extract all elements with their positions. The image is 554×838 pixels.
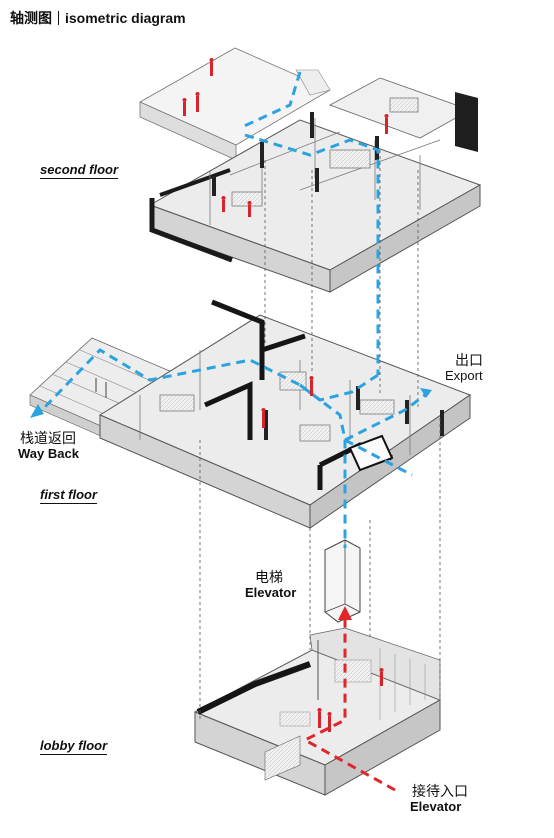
first-floor-label: first floor bbox=[40, 487, 98, 504]
export-label-zh: 出口 bbox=[455, 353, 483, 369]
lobby-floor-model bbox=[193, 627, 442, 796]
title-zh: 轴测图 bbox=[10, 10, 52, 26]
second-floor-model bbox=[139, 47, 482, 293]
reception-label-en: Elevator bbox=[410, 799, 462, 814]
second-floor-label: second floor bbox=[40, 162, 119, 179]
wayback-label-en: Way Back bbox=[18, 446, 79, 461]
alignment-lines bbox=[199, 150, 441, 720]
elevator-arrowhead bbox=[338, 606, 352, 620]
page-title: 轴测图 isometric diagram bbox=[10, 8, 186, 28]
visitor-route-blue bbox=[40, 71, 426, 548]
elevator-shaft bbox=[324, 539, 361, 623]
title-en: isometric diagram bbox=[65, 10, 186, 26]
reception-label-zh: 接待入口 bbox=[412, 784, 468, 800]
wayback-arrowhead bbox=[30, 404, 44, 418]
lobby-floor-label: lobby floor bbox=[40, 738, 108, 755]
title-divider bbox=[58, 11, 59, 25]
elevator-label-en: Elevator bbox=[245, 585, 297, 600]
people-figures bbox=[182, 58, 389, 732]
reception-route-red bbox=[301, 620, 396, 792]
export-arrowhead bbox=[420, 388, 432, 398]
export-label-en: Export bbox=[445, 368, 483, 383]
elevator-label-zh: 电梯 bbox=[255, 570, 283, 586]
wayback-label-zh: 栈道返回 bbox=[20, 431, 76, 447]
